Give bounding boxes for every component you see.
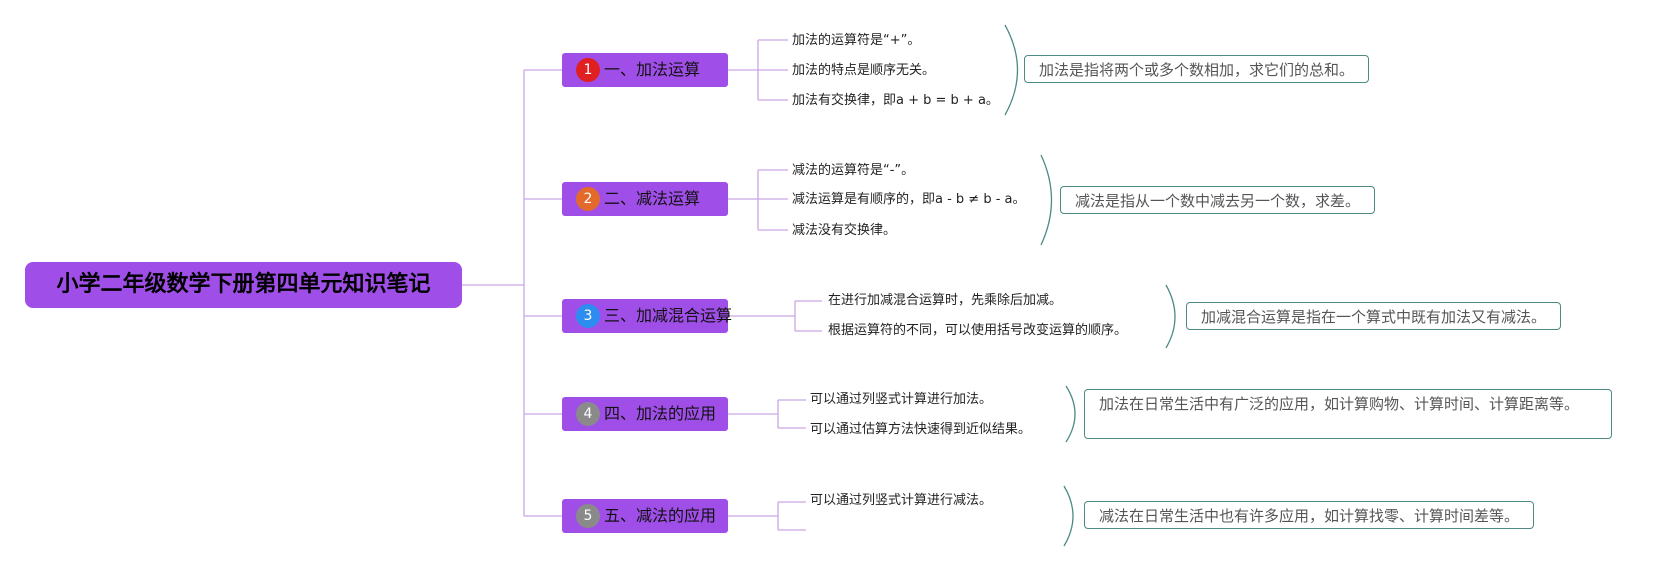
branch-subtraction[interactable]: 2 二、减法运算: [562, 182, 728, 216]
branch-label: 一、加法运算: [604, 60, 701, 79]
summary-box[interactable]: 减法在日常生活中也有许多应用，如计算找零、计算时间差等。: [1084, 501, 1535, 529]
summary-box[interactable]: 加法是指将两个或多个数相加，求它们的总和。: [1024, 55, 1370, 83]
branch-label: 五、减法的应用: [604, 506, 717, 525]
leaf-text[interactable]: 减法没有交换律。: [792, 223, 897, 238]
branch-label: 三、加减混合运算: [604, 306, 733, 325]
number-1-icon: 1: [576, 58, 600, 82]
branch-addition[interactable]: 1 一、加法运算: [562, 53, 728, 87]
number-4-icon: 4: [576, 402, 600, 426]
leaf-text[interactable]: 根据运算符的不同，可以使用括号改变运算的顺序。: [828, 323, 1128, 338]
leaf-text[interactable]: 减法运算是有顺序的，即a - b ≠ b - a。: [792, 192, 1026, 207]
branch-mixed-operations[interactable]: 3 三、加减混合运算: [562, 299, 732, 333]
branch-label: 四、加法的应用: [604, 404, 717, 423]
leaf-text[interactable]: 可以通过估算方法快速得到近似结果。: [810, 422, 1032, 437]
summary-box[interactable]: 加减混合运算是指在一个算式中既有加法又有减法。: [1186, 302, 1562, 330]
number-3-icon: 3: [576, 304, 600, 328]
leaf-text[interactable]: 加法的运算符是“+”。: [792, 33, 921, 48]
leaf-text[interactable]: 减法的运算符是“-”。: [792, 163, 915, 178]
leaf-text[interactable]: 加法有交换律，即a + b = b + a。: [792, 93, 999, 108]
branch-label: 二、减法运算: [604, 189, 701, 208]
leaf-text[interactable]: 在进行加减混合运算时，先乘除后加减。: [828, 293, 1063, 308]
summary-box[interactable]: 减法是指从一个数中减去另一个数，求差。: [1060, 186, 1376, 214]
number-2-icon: 2: [576, 187, 600, 211]
branch-addition-applications[interactable]: 4 四、加法的应用: [562, 397, 728, 431]
leaf-text[interactable]: 可以通过列竖式计算进行加法。: [810, 392, 993, 407]
root-topic[interactable]: 小学二年级数学下册第四单元知识笔记: [25, 262, 462, 308]
summary-box[interactable]: 加法在日常生活中有广泛的应用，如计算购物、计算时间、计算距离等。: [1084, 389, 1612, 439]
number-5-icon: 5: [576, 504, 600, 528]
branch-subtraction-applications[interactable]: 5 五、减法的应用: [562, 499, 728, 533]
leaf-text[interactable]: 可以通过列竖式计算进行减法。: [810, 493, 993, 508]
leaf-text[interactable]: 加法的特点是顺序无关。: [792, 63, 936, 78]
